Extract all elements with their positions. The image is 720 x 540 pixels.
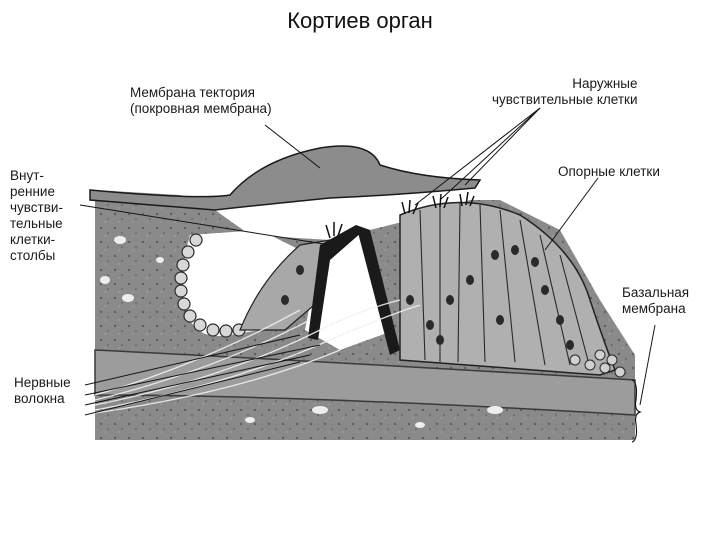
leader-lines	[79, 107, 656, 416]
label-outer-hair-cells: Наружные чувствительные клетки	[492, 76, 638, 107]
inner-sulcus-cells	[174, 233, 246, 338]
cell-nuclei	[281, 245, 574, 350]
basilar-band	[94, 349, 636, 416]
hair-bundles	[325, 191, 475, 239]
label-basilar-membrane: Базальная мембрана	[622, 285, 690, 316]
label-inner-hair-cells: Внут- ренние чувстви- тельные клетки- ст…	[10, 168, 63, 263]
page-title: Кортиев орган	[287, 8, 433, 33]
inner-pillar	[308, 225, 362, 340]
tissue-vesicles	[100, 236, 503, 428]
outer-pillar	[356, 225, 400, 355]
label-supporting-cells: Опорные клетки	[558, 164, 660, 179]
tectorial-membrane	[89, 145, 482, 211]
basal-small-cells	[569, 349, 626, 378]
label-nerve-fibers: Нервные волокна	[14, 375, 71, 406]
basilar-brace	[631, 379, 642, 443]
label-tectorial-membrane: Мембрана тектория (покровная мембрана)	[130, 85, 272, 116]
